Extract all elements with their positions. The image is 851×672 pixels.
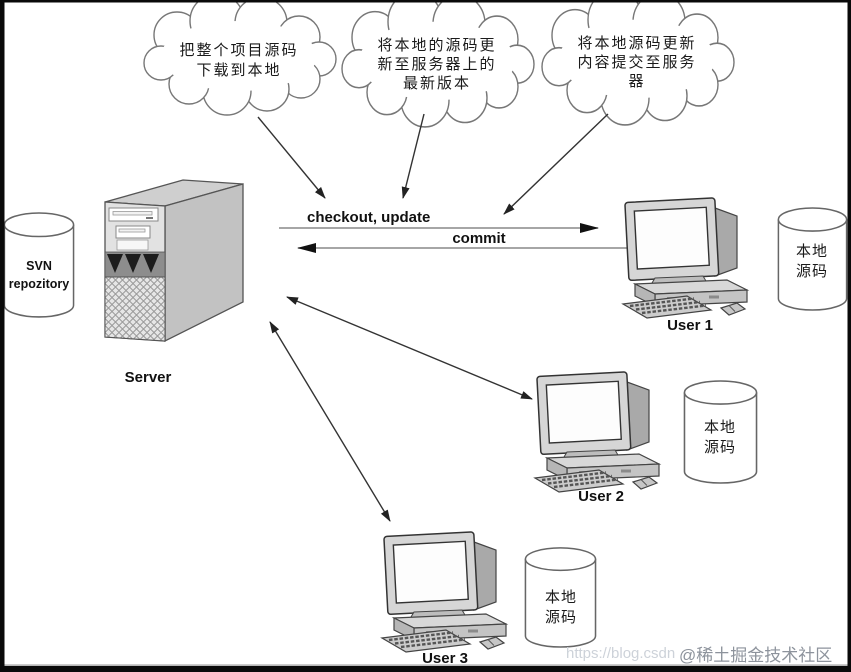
border-left — [0, 0, 5, 672]
user3-group: User 3 本地 源码 — [380, 530, 597, 667]
user2-group: User 2 本地 源码 — [533, 370, 758, 505]
arrow-cloud1-to-checkout — [257, 116, 326, 199]
arrow-cloud3-to-commit — [503, 113, 609, 215]
user1-storage-line2: 源码 — [796, 263, 828, 280]
cloud-checkout-line1: 把整个项目源码 — [179, 42, 298, 59]
border-right — [847, 0, 851, 672]
cloud-update-line3: 最新版本 — [403, 75, 471, 92]
border-bottom-thin-line — [0, 664, 851, 666]
cloud-checkout-annotation: 把整个项目源码 下载到本地 — [143, 0, 337, 116]
cloud-update-line1: 将本地的源码更 — [377, 37, 496, 54]
user1-storage-line1: 本地 — [796, 243, 828, 260]
watermark: https://blog.csdn @稀土掘金技术社区 — [566, 645, 832, 665]
cloud-commit-line1: 将本地源码更新 — [577, 35, 696, 52]
user3-storage-line2: 源码 — [545, 609, 577, 626]
svn-repository-label-line1: SVN — [26, 259, 52, 273]
cloud-commit-line2: 内容提交至服务 — [577, 53, 696, 71]
commit-label: commit — [452, 230, 505, 247]
border-bottom — [0, 666, 851, 672]
server-user-links — [269, 296, 533, 522]
user1-label: User 1 — [667, 317, 713, 334]
arrow-server-user2 — [286, 296, 533, 400]
cloud-pointer-arrows — [257, 113, 609, 215]
server-tower-icon — [104, 179, 244, 343]
user2-label: User 2 — [578, 488, 624, 505]
user2-storage-line2: 源码 — [704, 439, 736, 456]
flow-arrows: checkout, update commit — [279, 209, 630, 253]
svn-repository-db: SVN repozitory — [3, 212, 75, 318]
cloud-update-line2: 新至服务器上的 — [377, 56, 496, 73]
watermark-community-text: @稀土掘金技术社区 — [679, 646, 832, 665]
arrow-cloud2-to-update — [401, 113, 425, 199]
border-top — [0, 0, 851, 3]
checkout-update-label: checkout, update — [307, 209, 430, 226]
watermark-url-text: https://blog.csdn — [566, 645, 675, 662]
user3-storage-line1: 本地 — [545, 589, 577, 606]
server-label: Server — [125, 369, 172, 386]
arrow-server-user3 — [269, 321, 391, 522]
user3-label: User 3 — [422, 650, 468, 667]
svn-repository-label-line2: repozitory — [9, 277, 69, 291]
user1-group: User 1 本地 源码 — [621, 196, 848, 334]
user2-storage-line1: 本地 — [704, 419, 736, 436]
cloud-commit-annotation: 将本地源码更新 内容提交至服务 器 — [541, 0, 735, 126]
cloud-commit-line3: 器 — [628, 73, 645, 90]
cloud-update-annotation: 将本地的源码更 新至服务器上的 最新版本 — [341, 0, 535, 128]
cloud-checkout-line2: 下载到本地 — [196, 62, 281, 79]
